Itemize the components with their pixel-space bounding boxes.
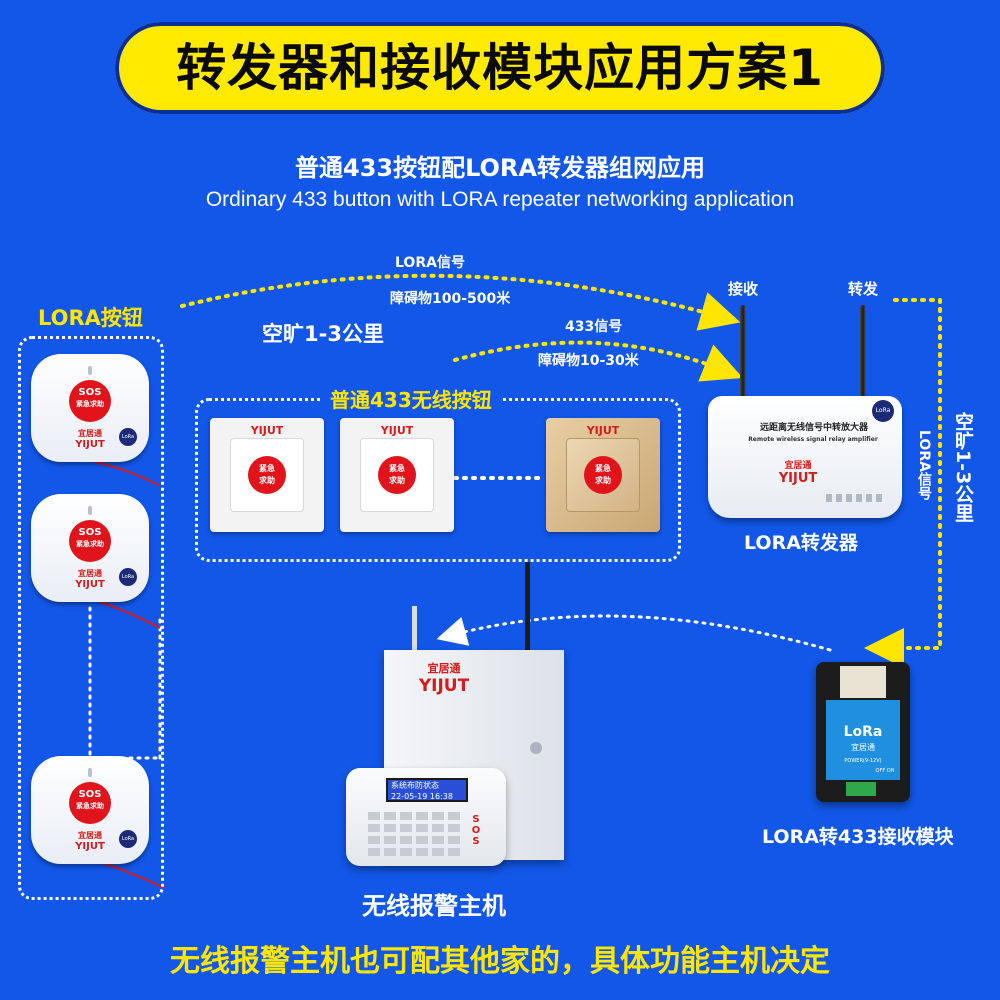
brand-logo: 宜居通 YIJUT xyxy=(418,662,470,696)
module-brand: 宜居通 xyxy=(851,743,875,752)
wireless-433-panel-button: YIJUT 紧急求助 xyxy=(340,418,454,532)
host-side-antenna xyxy=(412,606,417,656)
subtitle-cn: 普通433按钮配LORA转发器组网应用 xyxy=(295,154,705,182)
title-banner: 转发器和接收模块应用方案1 xyxy=(115,22,885,114)
lora-open-label: 空旷1-3公里 xyxy=(262,322,384,346)
lora-repeater-label: LORA转发器 xyxy=(744,532,858,554)
module-lora-text: LoRa xyxy=(843,724,883,740)
lora-repeater-device: 远距离无线信号中转放大器 Remote wireless signal rela… xyxy=(708,396,902,518)
right-lora-label: LORA信号 xyxy=(916,430,932,500)
lora-obstacle-label: 障碍物100-500米 xyxy=(390,291,511,307)
lora-433-receiver-module: LoRa 宜居通 POWER(9-12V) OFF ON xyxy=(816,662,910,802)
receive-label: 接收 xyxy=(728,280,759,298)
host-arc xyxy=(436,614,832,652)
lora-badge-icon: LoRa xyxy=(872,400,894,422)
wireless-433-panel-button: YIJUT 紧急求助 xyxy=(210,418,324,532)
repeater-screen-en: Remote wireless signal relay amplifier xyxy=(748,436,878,443)
repeater-screen-cn: 远距离无线信号中转放大器 xyxy=(759,423,868,433)
host-antenna xyxy=(525,562,530,652)
lora-button-group xyxy=(18,336,164,900)
module-connector xyxy=(840,666,886,698)
keypad-keys xyxy=(368,812,464,858)
lora-signal-label: LORA信号 xyxy=(395,255,465,271)
lora-button-group-label: LORA按钮 xyxy=(38,306,143,330)
s433-arc xyxy=(453,340,743,382)
lock-icon xyxy=(530,742,542,754)
lora-badge-icon: LoRa xyxy=(119,830,137,848)
wireless-433-panel-button-gold: YIJUT 紧急求助 xyxy=(546,418,660,532)
keypad-sos-key: SOS xyxy=(471,814,481,847)
wireless-433-group-label: 普通433无线按钮 xyxy=(322,384,500,413)
brand-logo: 宜居通 YIJUT xyxy=(778,461,818,486)
s433-signal-label: 433信号 xyxy=(565,319,623,335)
right-lora-line xyxy=(864,298,942,668)
alarm-host-label: 无线报警主机 xyxy=(362,892,506,920)
module-terminal xyxy=(846,782,876,796)
antenna-forward xyxy=(860,305,866,405)
s433-obstacle-label: 障碍物10-30米 xyxy=(538,353,639,369)
right-open-label: 空旷1-3公里 xyxy=(952,412,974,523)
forward-label: 转发 xyxy=(848,280,879,298)
indicator-lights xyxy=(826,494,886,502)
lora-badge-icon: LoRa xyxy=(119,568,137,586)
page-title: 转发器和接收模块应用方案1 xyxy=(176,39,824,97)
receiver-module-label: LORA转433接收模块 xyxy=(762,826,954,848)
alarm-keypad: 系统布防状态 22-05-19 16:38 SOS xyxy=(346,768,506,866)
module-board: LoRa 宜居通 POWER(9-12V) OFF ON xyxy=(826,700,900,780)
module-power-label: POWER(9-12V) xyxy=(844,758,882,764)
subtitle-en: Ordinary 433 button with LORA repeater n… xyxy=(205,188,795,211)
lora-arc xyxy=(180,273,741,331)
lora-badge-icon: LoRa xyxy=(119,428,137,446)
module-switch-label: OFF ON xyxy=(875,768,895,774)
antenna-receive xyxy=(740,305,746,405)
lcd-screen: 系统布防状态 22-05-19 16:38 xyxy=(386,778,468,802)
footer-note: 无线报警主机也可配其他家的，具体功能主机决定 xyxy=(170,944,830,979)
